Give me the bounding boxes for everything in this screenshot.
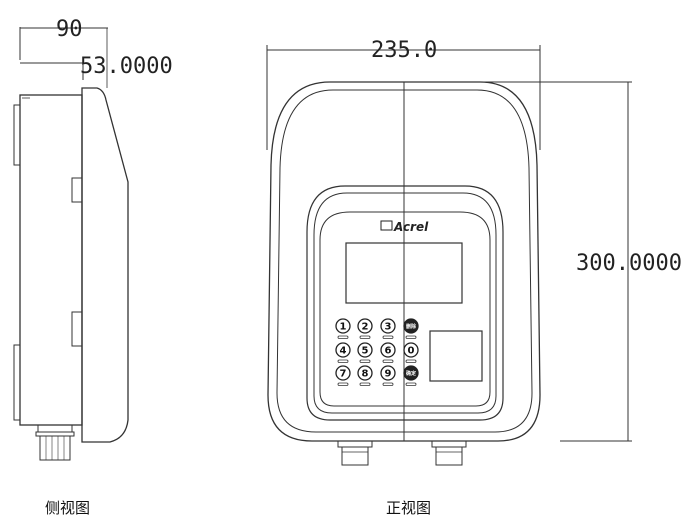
side-clip-lower [71, 311, 83, 347]
caption-front-view: 正视图 [386, 499, 431, 517]
key-label: 1 [340, 322, 347, 333]
key-label: 6 [385, 346, 392, 357]
front-cable-gland-right [431, 440, 467, 466]
card-reader-area [429, 330, 483, 382]
key-indicator [405, 335, 417, 339]
dim-label-side-inner: 53.0000 [80, 54, 173, 79]
key-2-3[interactable]: 确定 [403, 365, 419, 386]
key-0-1[interactable]: 2 [357, 318, 373, 339]
key-label: 确定 [406, 370, 416, 377]
front-housing-outer [267, 81, 541, 442]
key-indicator [405, 359, 417, 363]
key-indicator [337, 359, 349, 363]
side-front-cover [81, 87, 129, 443]
key-1-3[interactable]: 0 [403, 342, 419, 363]
key-indicator [359, 335, 371, 339]
key-2-0[interactable]: 7 [335, 365, 351, 386]
side-left-tab-upper [13, 104, 21, 166]
key-0-0[interactable]: 1 [335, 318, 351, 339]
front-cable-gland-left [337, 440, 373, 466]
side-clip-upper [71, 177, 83, 203]
key-indicator [337, 335, 349, 339]
key-indicator [359, 359, 371, 363]
side-body [19, 94, 83, 426]
key-1-0[interactable]: 4 [335, 342, 351, 363]
key-label: 删除 [406, 323, 417, 330]
keypad: 1 2 3 删除 4 5 6 0 7 8 9 确定 [335, 318, 419, 386]
key-indicator [382, 335, 394, 339]
side-left-tab-lower [13, 344, 21, 421]
key-2-1[interactable]: 8 [357, 365, 373, 386]
key-indicator [382, 359, 394, 363]
front-panel-frame-inner [313, 192, 497, 414]
key-label: 7 [340, 369, 347, 380]
front-housing-inner [276, 89, 533, 433]
svg-text:Acrel: Acrel [393, 220, 429, 234]
key-0-3[interactable]: 删除 [403, 318, 419, 339]
lcd-display [345, 242, 463, 304]
side-cable-gland [35, 424, 75, 461]
key-0-2[interactable]: 3 [380, 318, 396, 339]
key-label: 0 [408, 346, 415, 357]
acrel-logo: Acrel [380, 220, 429, 234]
key-label: 3 [385, 322, 392, 333]
key-indicator [337, 382, 349, 386]
key-2-2[interactable]: 9 [380, 365, 396, 386]
front-panel-face [319, 211, 491, 407]
side-view: 90 53.0000 [13, 17, 173, 461]
key-1-1[interactable]: 5 [357, 342, 373, 363]
dim-label-front-height: 300.0000 [576, 251, 682, 276]
front-view: Acrel 1 2 3 删除 4 5 6 0 7 8 9 确定 235.0 300.0000 [266, 38, 682, 466]
caption-side-view: 侧视图 [45, 499, 90, 517]
key-label: 2 [362, 322, 369, 333]
key-label: 4 [340, 346, 347, 357]
dim-label-front-width: 235.0 [371, 38, 437, 63]
key-indicator [405, 382, 417, 386]
dim-label-side-depth: 90 [56, 17, 83, 42]
key-indicator [359, 382, 371, 386]
key-label: 5 [362, 346, 369, 357]
key-1-2[interactable]: 6 [380, 342, 396, 363]
key-label: 9 [385, 369, 392, 380]
key-indicator [382, 382, 394, 386]
key-label: 8 [362, 369, 369, 380]
front-panel-frame-outer [306, 185, 504, 421]
